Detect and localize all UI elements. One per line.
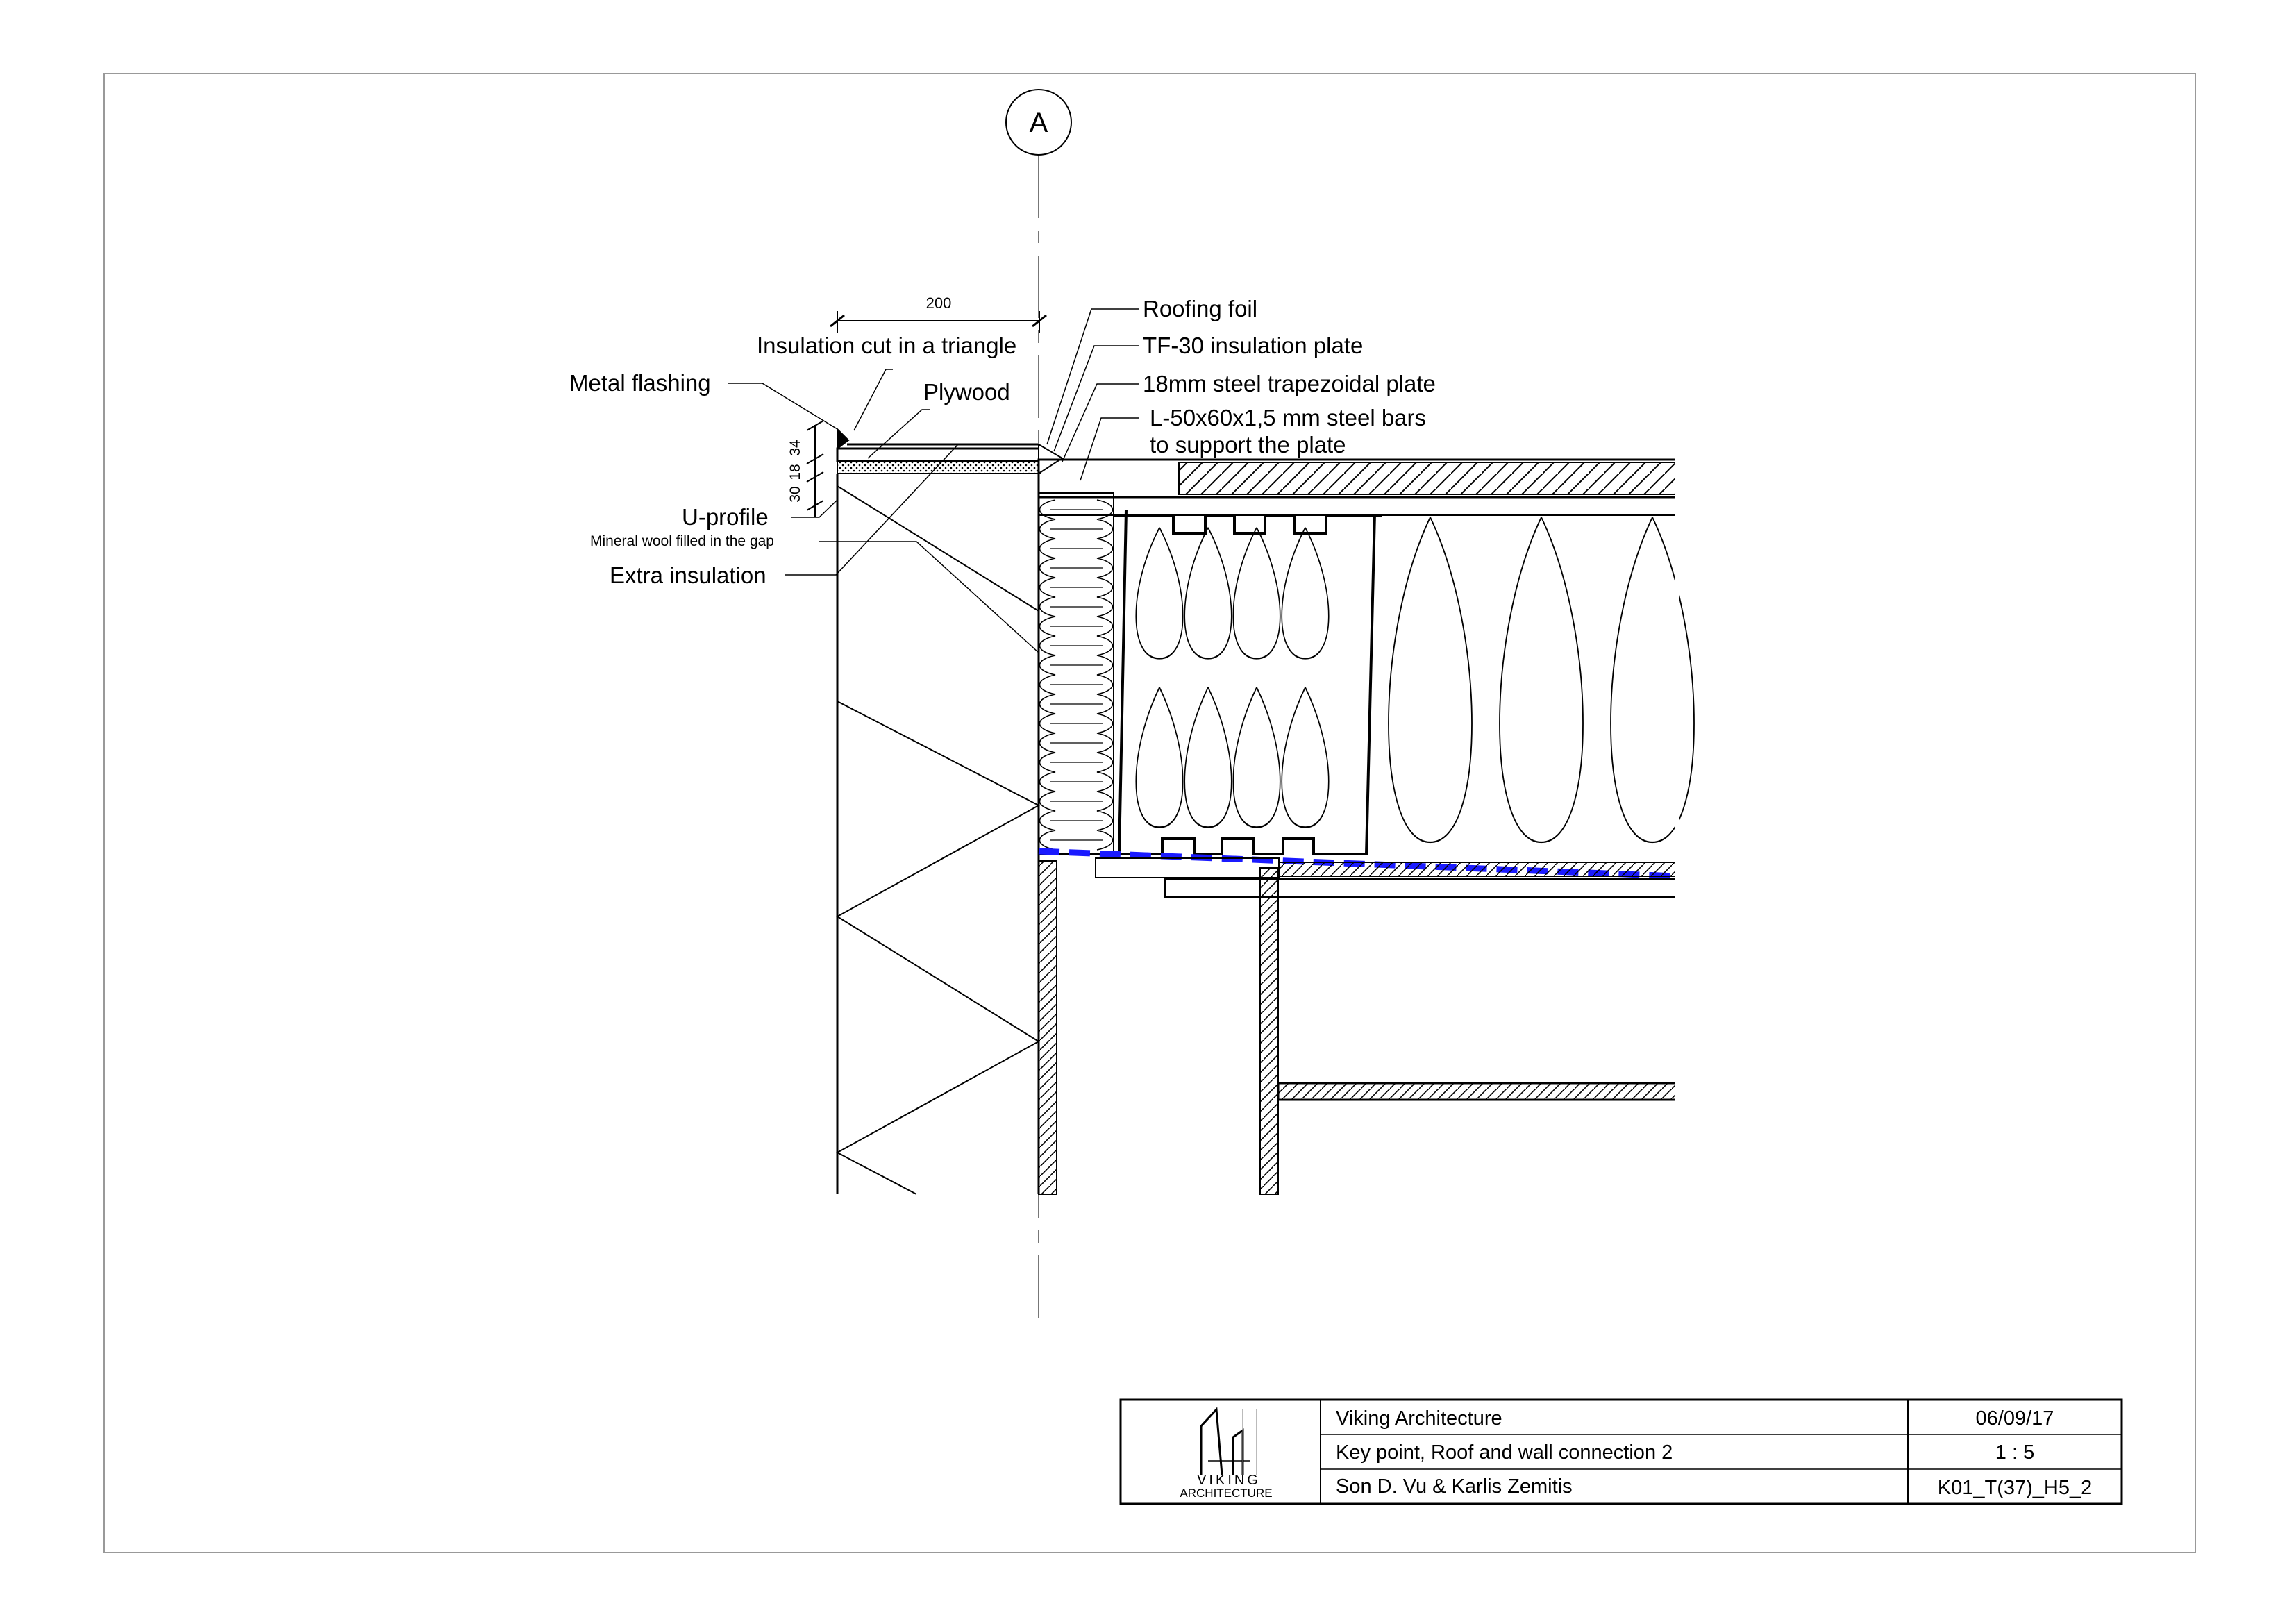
insulation-layer	[1118, 509, 1695, 855]
outer-wall-cladding	[835, 474, 1041, 1195]
label-tf30: TF-30 insulation plate	[1143, 333, 1363, 358]
leader-lines	[728, 308, 1139, 653]
title-company: Viking Architecture	[1336, 1407, 1502, 1430]
title-authors: Son D. Vu & Karlis Zemitis	[1336, 1475, 1573, 1498]
sheet-border	[103, 73, 2196, 1553]
label-plywood: Plywood	[923, 379, 1010, 405]
trapezoidal-plate-top	[1114, 514, 1382, 535]
insulation-bulb	[1498, 516, 1584, 844]
label-steel-bars-2: to support the plate	[1150, 432, 1346, 458]
insulation-bulb	[1281, 686, 1330, 828]
insulation-bulb	[1609, 516, 1695, 844]
viking-logo	[1200, 1407, 1257, 1475]
label-steel-bars-1: L-50x60x1,5 mm steel bars	[1150, 405, 1426, 430]
inner-wall-leaf	[1038, 860, 1057, 1195]
mineral-wool-column	[1038, 492, 1114, 855]
title-code: K01_T(37)_H5_2	[1938, 1477, 2092, 1499]
label-trapezoidal: 18mm steel trapezoidal plate	[1143, 371, 1436, 396]
insulation-bulb	[1232, 686, 1281, 828]
insulation-bulb	[1184, 686, 1232, 828]
metal-flashing-tip	[837, 427, 850, 450]
insulation-bulb	[1184, 526, 1232, 660]
title-block: VIKING ARCHITECTURE Viking Architecture …	[1119, 1398, 2123, 1505]
label-mineral-wool: Mineral wool filled in the gap	[590, 533, 774, 549]
label-extra-insulation: Extra insulation	[610, 562, 766, 588]
mineral-wool-waves	[1096, 499, 1113, 851]
logo-text-top: VIKING	[1197, 1473, 1261, 1488]
insulation-bulb	[1387, 516, 1473, 844]
title-drawing-name: Key point, Roof and wall connection 2	[1336, 1441, 1673, 1464]
dimension-200	[830, 311, 1047, 333]
title-date: 06/09/17	[1976, 1407, 2054, 1430]
label-roofing-foil: Roofing foil	[1143, 296, 1257, 321]
dimension-18-text: 18	[787, 464, 803, 480]
axis-label: A	[1030, 108, 1048, 138]
insulation-bulb	[1135, 526, 1184, 660]
label-metal-flashing: Metal flashing	[569, 370, 711, 396]
label-insulation-triangle: Insulation cut in a triangle	[757, 333, 1016, 358]
lower-floor-slab	[1277, 1082, 1679, 1101]
vertical-dimensions	[806, 420, 824, 517]
dimension-200-text: 200	[926, 294, 952, 312]
roof-slab	[1037, 458, 1679, 516]
insulation-bulb	[1281, 526, 1330, 660]
parapet-cornice	[836, 427, 1064, 475]
dimension-30-text: 30	[787, 486, 803, 502]
title-scale: 1 : 5	[1995, 1441, 2034, 1464]
interior-column	[1259, 867, 1279, 1195]
insulation-bulb	[1232, 526, 1281, 660]
logo-text-bottom: ARCHITECTURE	[1180, 1487, 1272, 1500]
mineral-wool-waves	[1039, 499, 1056, 851]
insulation-bulb	[1135, 686, 1184, 828]
trapezoidal-plate-bottom	[1114, 837, 1368, 855]
label-u-profile: U-profile	[682, 504, 769, 530]
ceiling-boards	[1095, 857, 1678, 898]
dimension-34-text: 34	[787, 440, 803, 456]
